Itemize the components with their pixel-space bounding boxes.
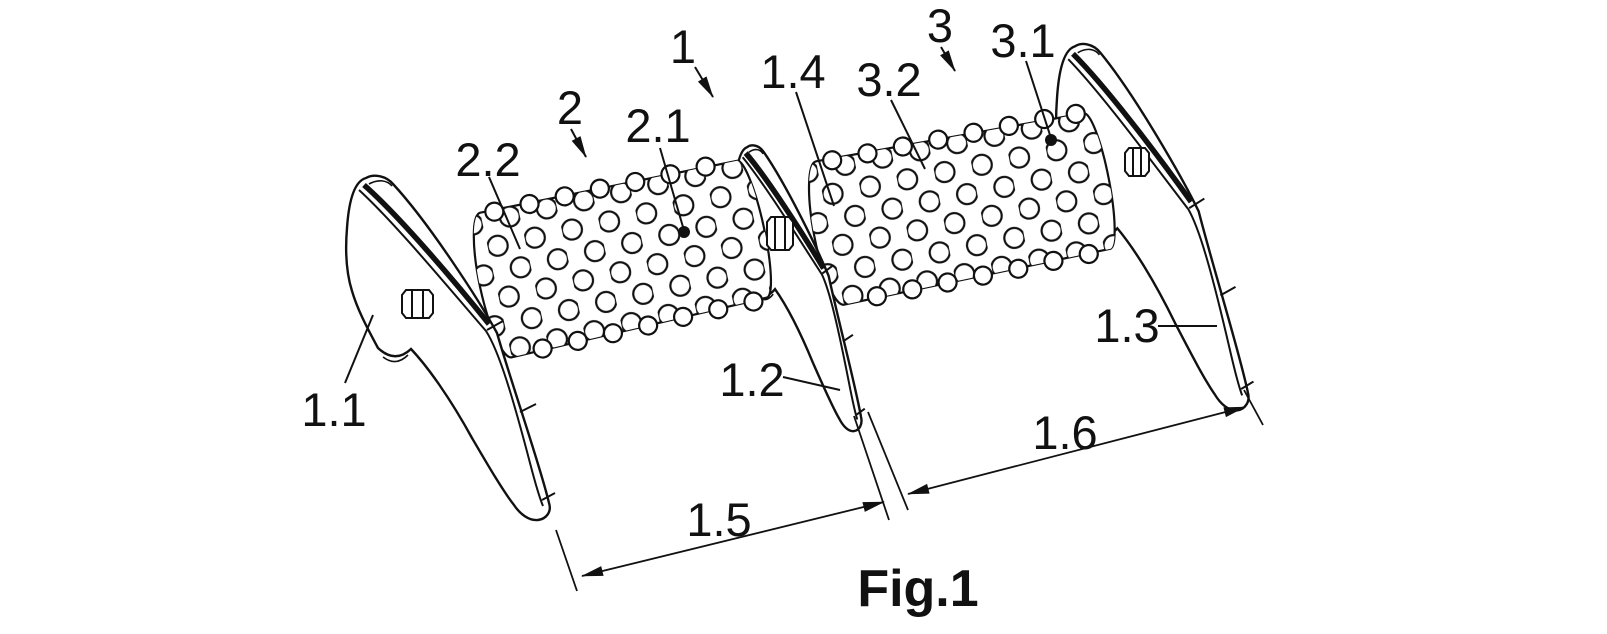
leader-dot-2-1 <box>678 226 690 238</box>
leader-line-1-1 <box>344 314 374 384</box>
bolt-middle-plate <box>766 216 794 251</box>
figure-caption: Fig.1 <box>857 560 978 618</box>
extension-line-right <box>1243 389 1264 426</box>
ref-label-1-3: 1.3 <box>1094 299 1159 352</box>
bolt-left-plate <box>401 289 434 319</box>
ref-label-3: 3 <box>927 0 953 52</box>
ref-label-1-4: 1.4 <box>760 45 825 98</box>
leader-line-3-1 <box>1025 60 1051 136</box>
ref-label-3-1: 3.1 <box>990 14 1055 67</box>
leader-line-3-2 <box>890 99 926 170</box>
roller-right <box>807 103 1116 307</box>
roller-right-stud-texture <box>809 113 1115 305</box>
arrow-pointer-1 <box>694 66 714 98</box>
leader-line-1-2 <box>782 376 841 391</box>
roller-left-edge-nubs <box>484 156 764 359</box>
ref-label-2-1: 2.1 <box>625 99 690 152</box>
ref-label-2: 2 <box>557 81 583 134</box>
extension-line-middle-b <box>867 411 909 511</box>
leader-line-1-4 <box>795 91 835 207</box>
leader-lines <box>344 60 1217 391</box>
ref-label-1: 1 <box>670 20 696 73</box>
ref-label-1-2: 1.2 <box>719 353 784 406</box>
pointer-arrows <box>570 46 956 158</box>
bolt-right-plate <box>1124 147 1150 177</box>
leader-line-2-1 <box>659 147 684 228</box>
leader-line-2-2 <box>488 176 521 250</box>
dimension-line-1-6 <box>907 406 1246 495</box>
ref-label-1-6: 1.6 <box>1032 406 1097 459</box>
drawing-root: 1 2 2.1 2.2 1.4 3.2 3 3.1 1.1 1.2 1.3 1.… <box>301 0 1264 618</box>
ref-label-1-5: 1.5 <box>686 493 751 546</box>
ref-label-2-2: 2.2 <box>455 133 520 186</box>
roller-left <box>472 156 773 359</box>
ref-label-1-1: 1.1 <box>301 383 366 436</box>
leader-dot-3-1 <box>1045 134 1057 146</box>
roller-right-edge-nubs <box>822 103 1099 307</box>
ref-label-3-2: 3.2 <box>856 53 921 106</box>
extension-line-left <box>555 529 578 592</box>
dimension-lines <box>555 389 1264 592</box>
roller-left-stud-texture <box>473 160 771 358</box>
arrow-pointer-2 <box>570 128 587 158</box>
dimension-line-1-5 <box>581 501 885 577</box>
arrow-pointer-3 <box>940 46 956 72</box>
reference-labels: 1 2 2.1 2.2 1.4 3.2 3 3.1 1.1 1.2 1.3 1.… <box>301 0 1159 546</box>
